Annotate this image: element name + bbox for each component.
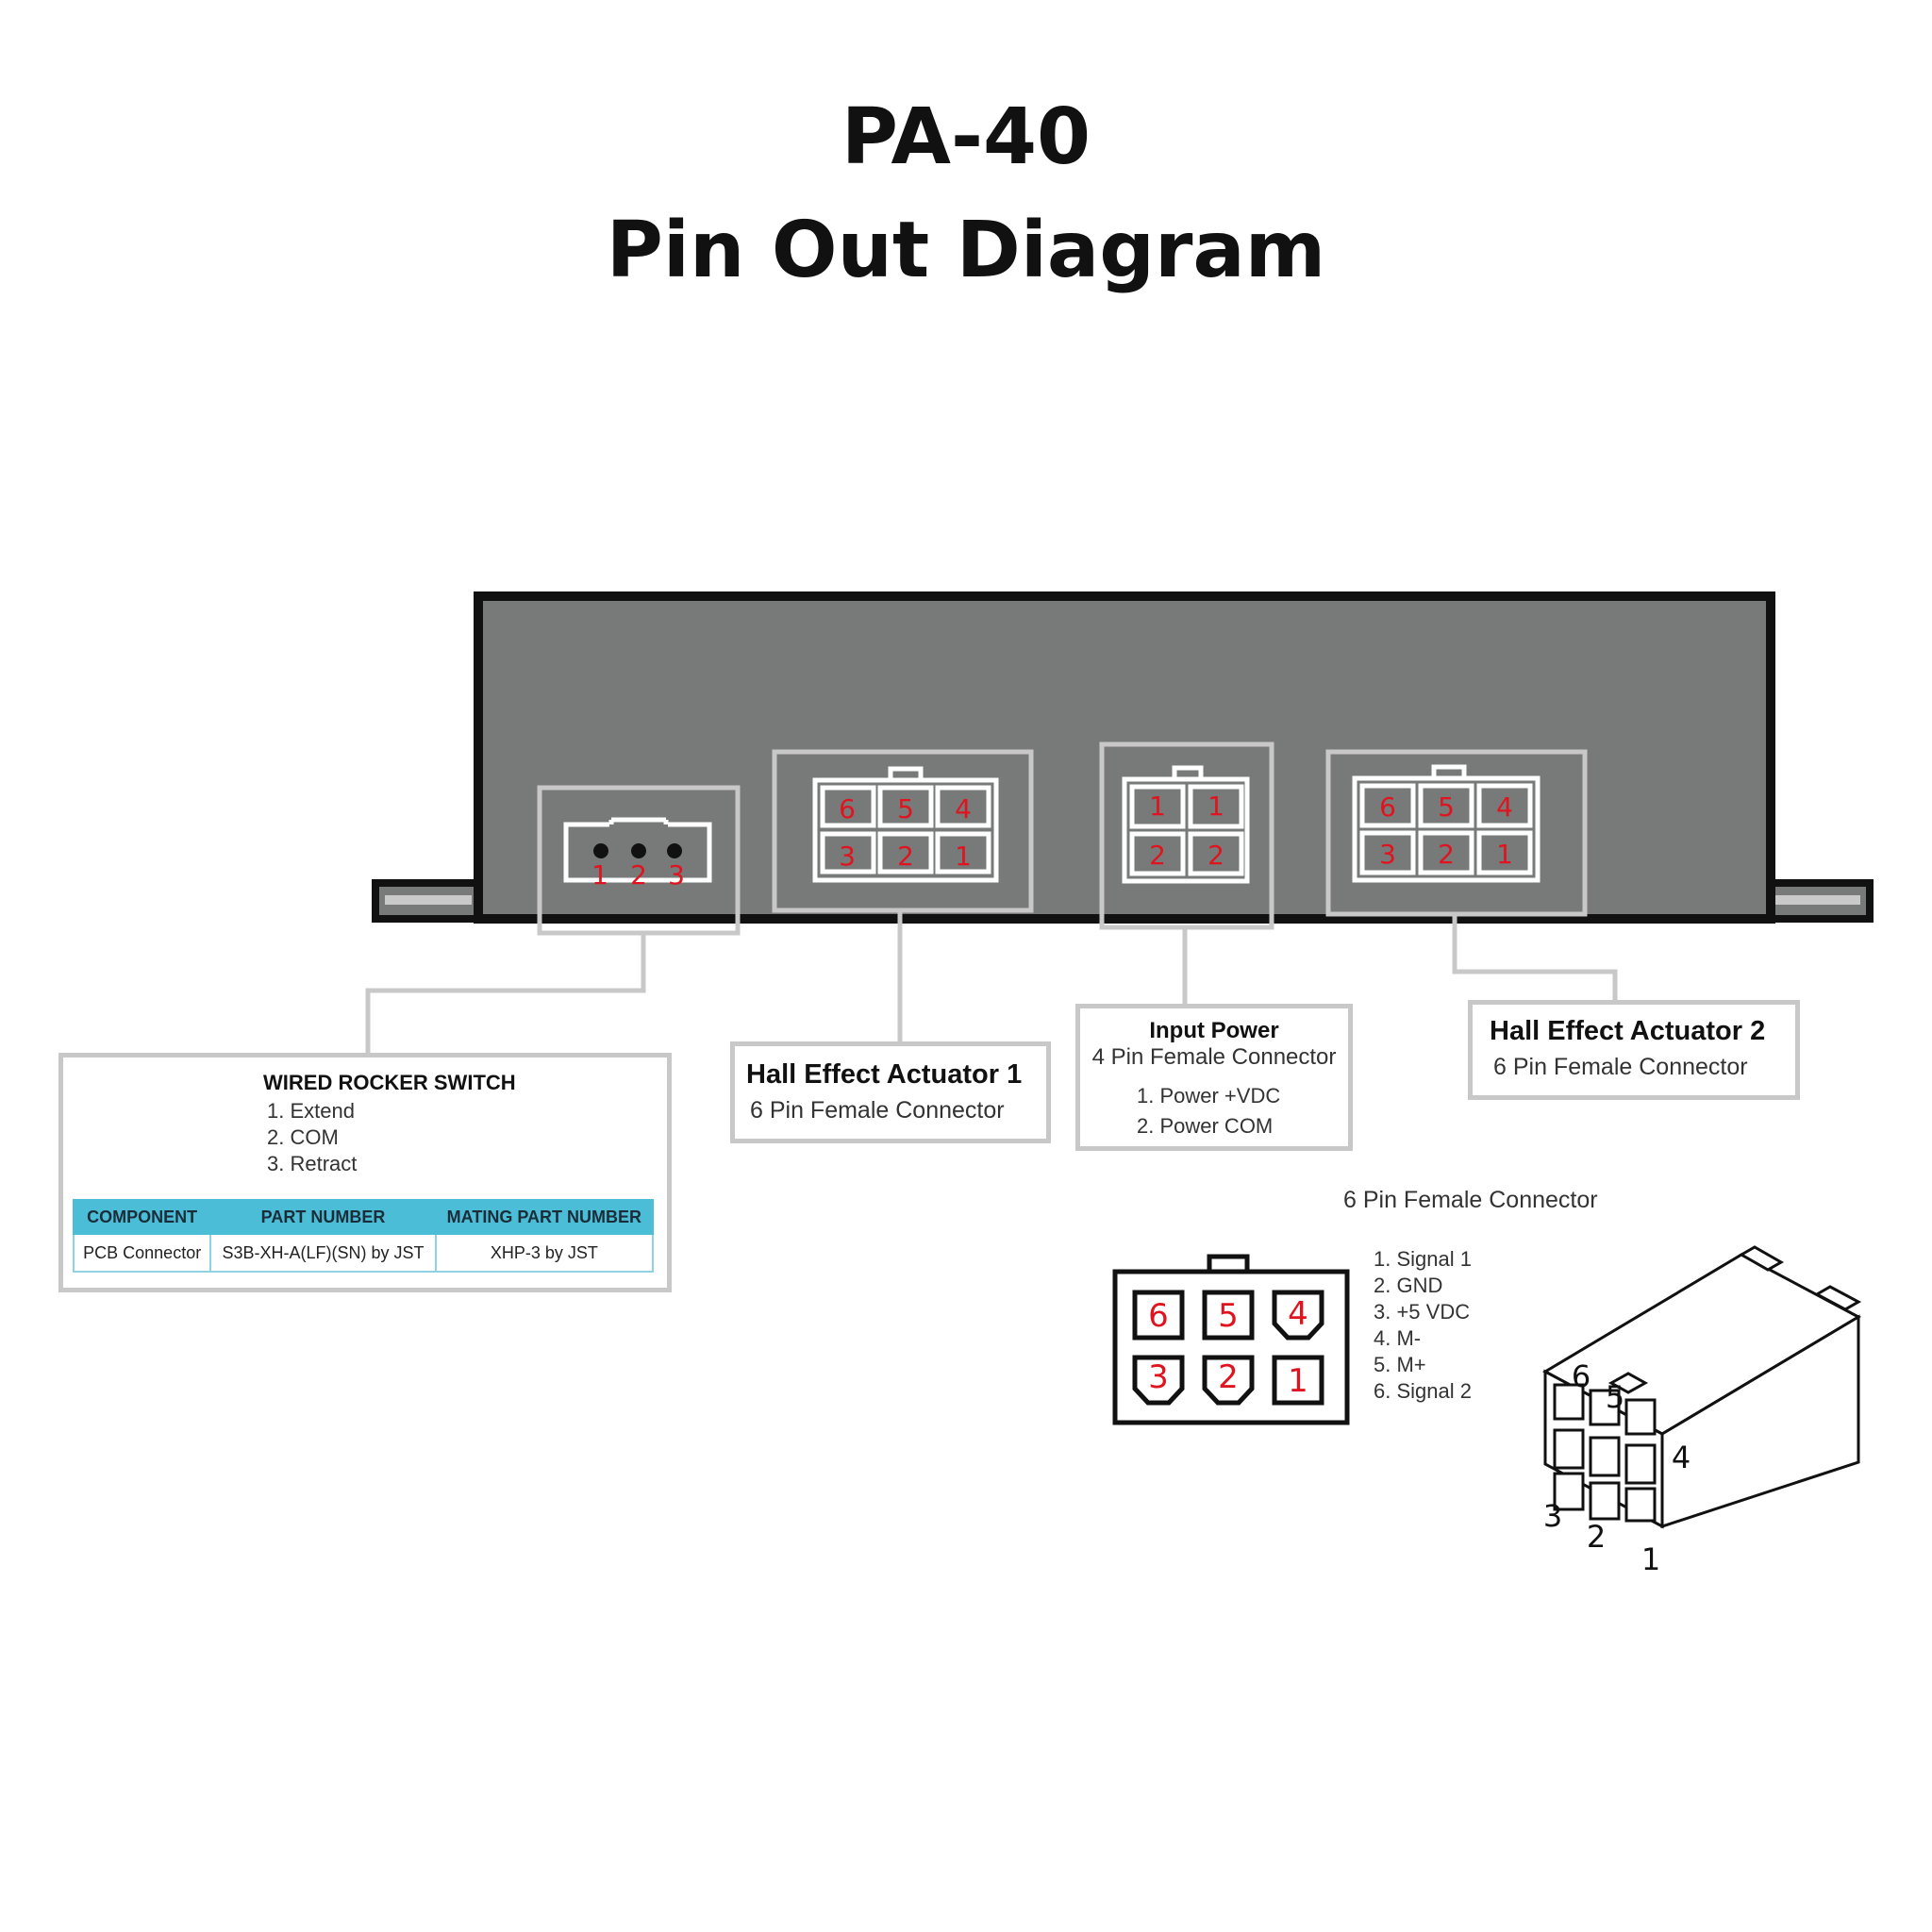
pin-item: 2. COM — [267, 1125, 339, 1149]
pin-item: 1. Signal 1 — [1374, 1247, 1472, 1271]
connector-detail-title: 6 Pin Female Connector — [1343, 1187, 1598, 1213]
switch-pin-dot — [631, 843, 646, 858]
hall1-housing — [812, 766, 999, 883]
hall-actuator-1-subtitle: 6 Pin Female Connector — [750, 1097, 1005, 1124]
hall-actuator-2-subtitle: 6 Pin Female Connector — [1493, 1054, 1748, 1080]
hall2-pin-number: 4 — [1496, 791, 1513, 823]
hall-actuator-1-callout: Hall Effect Actuator 1 6 Pin Female Conn… — [730, 1041, 1051, 1143]
power-pin-number: 1 — [1208, 791, 1224, 822]
hall1-pin-number: 5 — [897, 793, 914, 824]
switch-pin-number: 3 — [668, 859, 685, 891]
connector-isometric-drawing — [1541, 1245, 1862, 1529]
column-header: COMPONENT — [72, 1199, 212, 1235]
connector-face-numbers: 6 5 4 3 2 1 — [1148, 1295, 1308, 1400]
rocker-switch-pin-list: 1. Extend 2. COM 3. Retract — [267, 1099, 357, 1178]
hall1-pin-number: 4 — [955, 793, 972, 824]
switch-pin-dot — [667, 843, 682, 858]
svg-text:3: 3 — [1543, 1498, 1562, 1534]
hall-actuator-1-title: Hall Effect Actuator 1 — [746, 1059, 1023, 1090]
hall2-pin-number: 3 — [1379, 839, 1396, 870]
hall1-pin-number: 3 — [839, 841, 856, 872]
hall2-housing — [1352, 764, 1541, 883]
switch-leader-line — [365, 933, 646, 1055]
rocker-switch-callout: WIRED ROCKER SWITCH 1. Extend 2. COM 3. … — [58, 1053, 672, 1292]
power-housing — [1122, 765, 1250, 884]
connector-isometric-labels: 6 5 4 3 2 1 — [1543, 1358, 1690, 1577]
power-pin-number: 2 — [1149, 840, 1166, 871]
svg-text:2: 2 — [1218, 1358, 1239, 1396]
pin-item: 2. GND — [1374, 1274, 1443, 1297]
hall2-pin-number: 6 — [1379, 791, 1396, 823]
svg-text:4: 4 — [1288, 1295, 1308, 1333]
table-cell: PCB Connector — [72, 1233, 212, 1273]
svg-text:5: 5 — [1606, 1379, 1624, 1415]
hall1-pin-number: 2 — [897, 841, 914, 872]
power-pin-number: 2 — [1208, 840, 1224, 871]
svg-text:5: 5 — [1218, 1297, 1239, 1335]
hall-actuator-2-title: Hall Effect Actuator 2 — [1490, 1016, 1766, 1046]
switch-callout-frame — [537, 785, 741, 936]
hall1-pin-number: 1 — [955, 841, 972, 872]
switch-pin-number: 2 — [630, 859, 647, 891]
hall2-leader-line — [1452, 914, 1618, 1004]
hall1-pin-number: 6 — [839, 793, 856, 824]
pin-item: 1. Extend — [267, 1099, 355, 1123]
column-header: MATING PART NUMBER — [434, 1199, 655, 1235]
input-power-title: Input Power — [1149, 1018, 1279, 1043]
pin-item: 6. Signal 2 — [1374, 1379, 1472, 1403]
parts-table: COMPONENT PART NUMBER MATING PART NUMBER… — [72, 1199, 655, 1273]
svg-text:1: 1 — [1641, 1541, 1660, 1577]
svg-text:4: 4 — [1672, 1440, 1690, 1475]
svg-text:6: 6 — [1148, 1297, 1169, 1335]
column-header: PART NUMBER — [209, 1199, 437, 1235]
input-power-pin-2: 2. Power COM — [1137, 1114, 1274, 1138]
product-title: PA-40 — [841, 92, 1091, 182]
hall2-pin-number: 1 — [1496, 839, 1513, 870]
diagram-title: Pin Out Diagram — [606, 206, 1326, 295]
connector-face-diagram — [1112, 1254, 1350, 1425]
svg-text:6: 6 — [1572, 1358, 1591, 1394]
input-power-pin-1: 1. Power +VDC — [1137, 1084, 1281, 1108]
input-power-subtitle: 4 Pin Female Connector — [1091, 1044, 1337, 1070]
hall-actuator-2-callout: Hall Effect Actuator 2 6 Pin Female Conn… — [1468, 1000, 1800, 1100]
switch-pin-dot — [593, 843, 608, 858]
input-power-callout: Input Power 4 Pin Female Connector 1. Po… — [1075, 1004, 1353, 1151]
svg-text:2: 2 — [1587, 1519, 1606, 1555]
pin-item: 4. M- — [1374, 1326, 1422, 1350]
svg-text:1: 1 — [1288, 1362, 1308, 1400]
rocker-switch-title: WIRED ROCKER SWITCH — [263, 1071, 516, 1094]
connector-pin-legend: 1. Signal 1 2. GND 3. +5 VDC 4. M- 5. M+… — [1374, 1247, 1472, 1406]
pin-item: 3. +5 VDC — [1374, 1300, 1471, 1324]
switch-pin-number: 1 — [591, 859, 608, 891]
table-cell: S3B-XH-A(LF)(SN) by JST — [209, 1233, 437, 1273]
table-row: PCB Connector S3B-XH-A(LF)(SN) by JST XH… — [72, 1233, 655, 1273]
table-header-row: COMPONENT PART NUMBER MATING PART NUMBER — [72, 1199, 655, 1235]
hall1-callout-frame — [772, 749, 1034, 913]
svg-text:3: 3 — [1148, 1358, 1169, 1396]
switch-header — [563, 817, 712, 883]
pin-item: 3. Retract — [267, 1152, 358, 1175]
hall2-pin-number: 5 — [1438, 791, 1455, 823]
power-pin-number: 1 — [1149, 791, 1166, 822]
pin-item: 5. M+ — [1374, 1353, 1426, 1376]
table-cell: XHP-3 by JST — [434, 1233, 655, 1273]
hall2-pin-number: 2 — [1438, 839, 1455, 870]
